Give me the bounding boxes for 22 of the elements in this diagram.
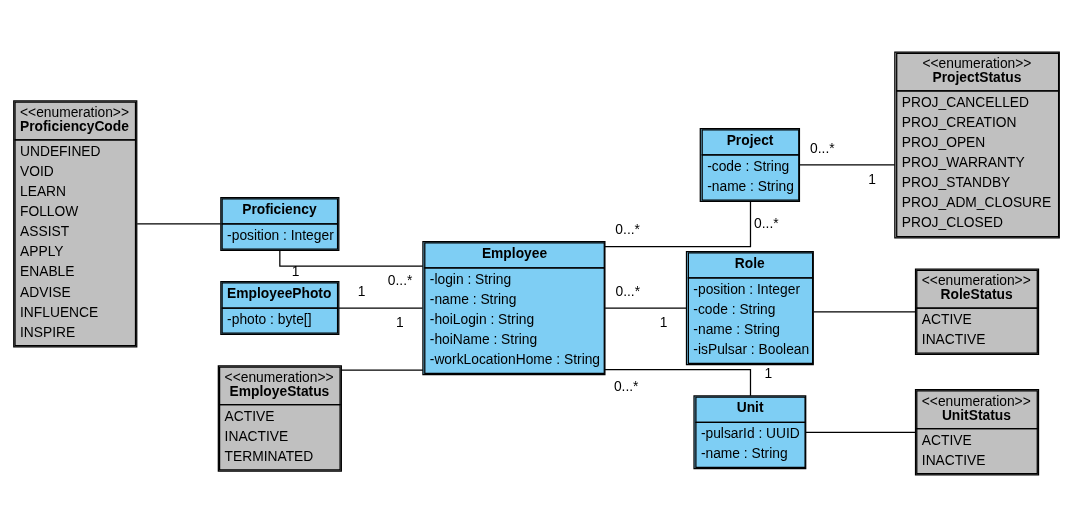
connector [338, 307, 424, 309]
label: 0...* [754, 215, 779, 231]
label: 0...* [387, 273, 413, 289]
label: 1 [396, 315, 404, 331]
connector [279, 249, 424, 267]
connector [604, 368, 752, 397]
connector [604, 200, 752, 248]
connector [136, 223, 222, 225]
connector [604, 307, 687, 309]
label: 0...* [615, 283, 641, 299]
connector [805, 431, 916, 433]
connector [340, 369, 424, 371]
label: 1 [868, 172, 876, 188]
label: 1 [357, 283, 366, 299]
label: 1 [659, 315, 668, 331]
label: 1 [764, 366, 773, 382]
connector [813, 311, 916, 313]
label: 0...* [613, 378, 639, 394]
label: 0...* [810, 140, 835, 156]
label: 1 [291, 264, 300, 280]
label: 0...* [615, 222, 640, 238]
connector [799, 164, 896, 166]
